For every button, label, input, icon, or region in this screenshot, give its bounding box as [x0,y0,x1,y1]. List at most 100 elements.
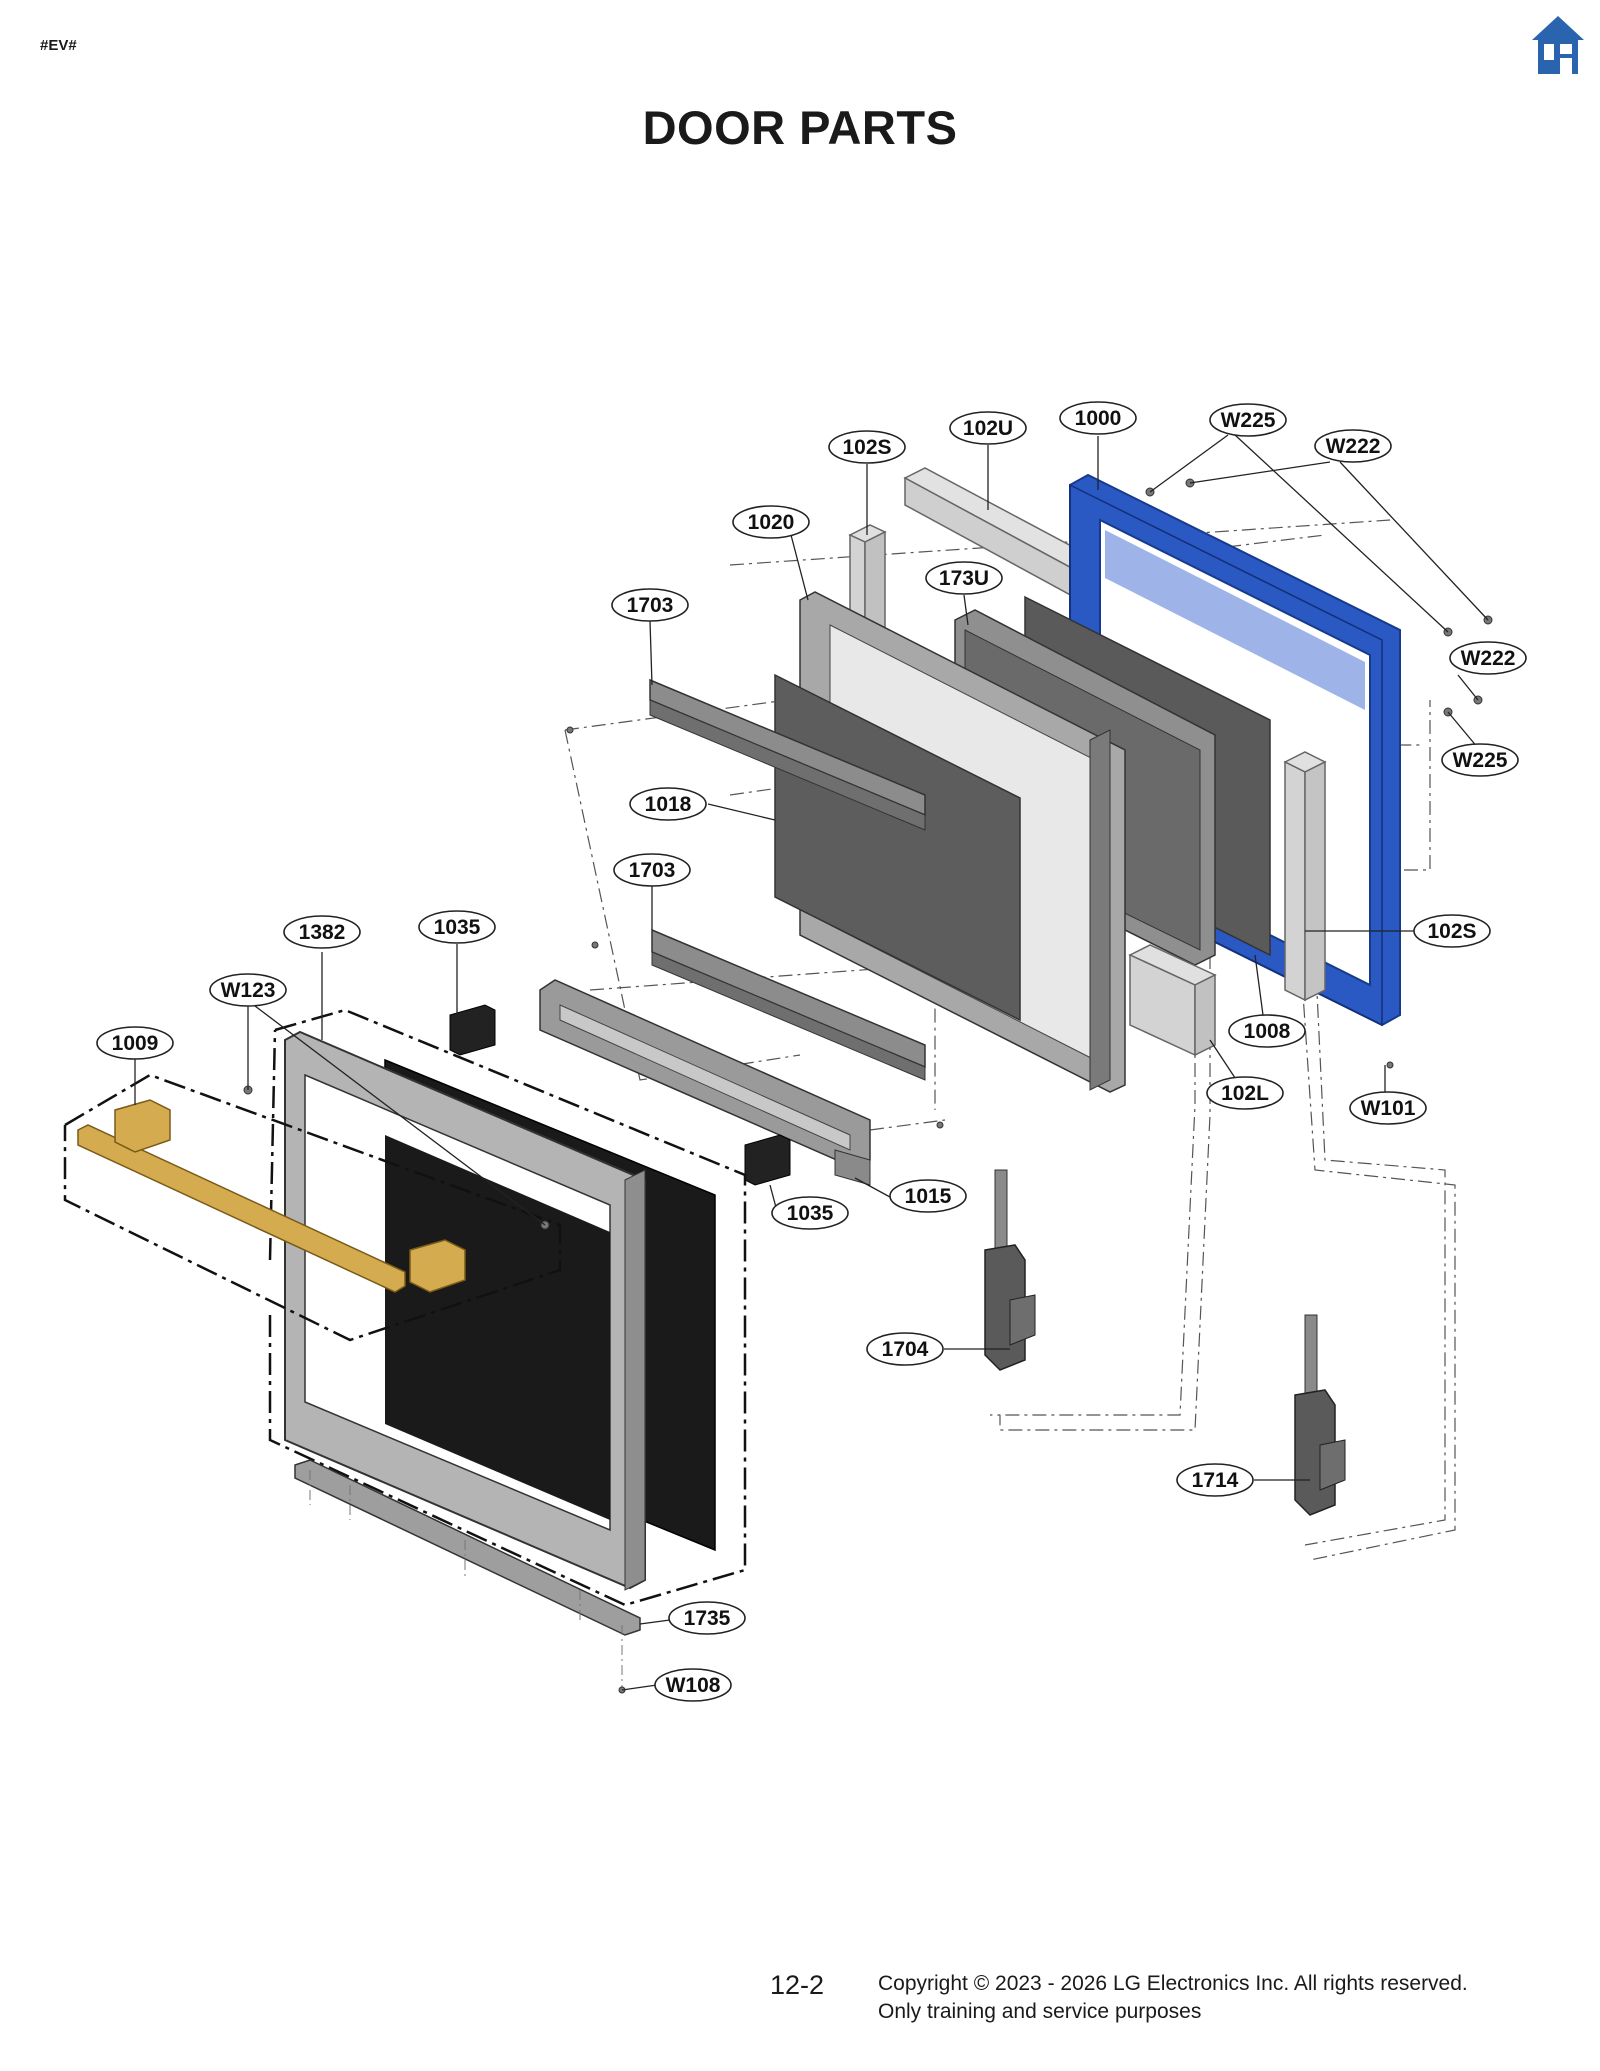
callout-1015: 1015 [889,1179,967,1213]
callout-W225-top: W225 [1209,403,1287,437]
callout-W123: W123 [209,973,287,1007]
callout-bubble [1059,401,1137,435]
home-button[interactable] [1530,14,1586,76]
bracket-1703-top [649,678,926,831]
home-icon [1532,16,1584,74]
callout-1008: 1008 [1228,1014,1306,1048]
callout-102S-right: 102S [1413,914,1491,948]
callout-bubble [283,915,361,949]
callout-label: W123 [221,979,276,1002]
handle-1009 [77,1099,466,1293]
callout-bubble [611,588,689,622]
bottom-trim-guides [309,1470,623,1690]
callout-label: 1018 [645,793,692,816]
callout-1735: 1735 [668,1601,746,1635]
callout-bubble [1206,1076,1284,1110]
callout-label: 1704 [882,1338,929,1361]
callout-bubble [96,1026,174,1060]
callout-label: W225 [1221,409,1276,432]
callout-label: 1035 [787,1202,834,1225]
callout-bubble [771,1196,849,1230]
callout-173U: 173U [925,561,1003,595]
callout-bubble [1441,743,1519,777]
callout-label: W222 [1461,647,1516,670]
callout-W108: W108 [654,1668,732,1702]
callout-label: W101 [1361,1097,1416,1120]
callout-label: 1703 [627,594,674,617]
callout-bubble [1314,429,1392,463]
hinge-1704 [984,1169,1036,1371]
callout-W225-right: W225 [1441,743,1519,777]
callout-label: 1009 [112,1032,159,1055]
callout-label: 1703 [629,859,676,882]
callout-bubble [654,1668,732,1702]
gasket-side-102S-right [1283,751,1327,1002]
copyright: Copyright © 2023 - 2026 LG Electronics I… [878,1970,1468,2026]
gasket-lower-102L [1128,944,1217,1057]
callout-label: 1735 [684,1607,731,1630]
callout-1703-top: 1703 [611,588,689,622]
callout-1009: 1009 [96,1026,174,1060]
callout-bubble [1176,1463,1254,1497]
callout-label: 102U [963,417,1013,440]
callout-label: 102L [1221,1082,1269,1105]
callout-label: W222 [1326,435,1381,458]
callout-102U: 102U [949,411,1027,445]
bottom-trim-1735 [294,1459,641,1636]
callout-bubble [866,1332,944,1366]
callout-W222-right: W222 [1449,641,1527,675]
callout-1020: 1020 [732,505,810,539]
callout-bubble [732,505,810,539]
callout-1035-top: 1035 [418,910,496,944]
callout-label: 102S [1427,920,1476,943]
callout-1703-mid: 1703 [613,853,691,887]
callout-label: W108 [666,1674,721,1697]
clip-1035-top [449,1004,496,1056]
copyright-line-2: Only training and service purposes [878,2000,1202,2023]
callout-bubble [1209,403,1287,437]
callout-1704: 1704 [866,1332,944,1366]
front-panel-1382 [284,1030,646,1591]
callout-label: 1000 [1075,407,1122,430]
bracket-1703-mid [651,928,926,1081]
callout-label: 1020 [748,511,795,534]
vent-brace-1015 [539,979,871,1186]
callout-102L: 102L [1206,1076,1284,1110]
callout-label: 173U [939,567,989,590]
callout-bubble [668,1601,746,1635]
callout-bubble [1349,1091,1427,1125]
callout-1714: 1714 [1176,1463,1254,1497]
callout-label: 1015 [905,1185,952,1208]
doc-code: #EV# [40,37,77,54]
callouts: 1000102U102SW225W2221020173U1703W222W225… [96,401,1527,1702]
callout-bubble [1228,1014,1306,1048]
callout-bubble [1413,914,1491,948]
callout-label: 1382 [299,921,346,944]
callout-bubble [949,411,1027,445]
callout-1018: 1018 [629,787,707,821]
callout-label: 102S [842,436,891,459]
callout-102S-top: 102S [828,430,906,464]
callout-bubble [889,1179,967,1213]
callout-label: 1035 [434,916,481,939]
hinge-1714 [1294,1314,1346,1516]
handle-outline [63,1073,562,1342]
callout-1035-bottom: 1035 [771,1196,849,1230]
callout-bubble [925,561,1003,595]
clip-1035-bottom [744,1134,791,1186]
callout-label: 1714 [1192,1469,1239,1492]
callout-bubble [828,430,906,464]
callout-W101: W101 [1349,1091,1427,1125]
callout-bubble [1449,641,1527,675]
callout-bubble [613,853,691,887]
callout-1000: 1000 [1059,401,1137,435]
page-number: 12-2 [770,1970,825,2000]
callout-label: 1008 [1244,1020,1291,1043]
callout-bubble [418,910,496,944]
callout-1382: 1382 [283,915,361,949]
page-title: DOOR PARTS [642,101,958,154]
callout-label: W225 [1453,749,1508,772]
callout-W222-top: W222 [1314,429,1392,463]
